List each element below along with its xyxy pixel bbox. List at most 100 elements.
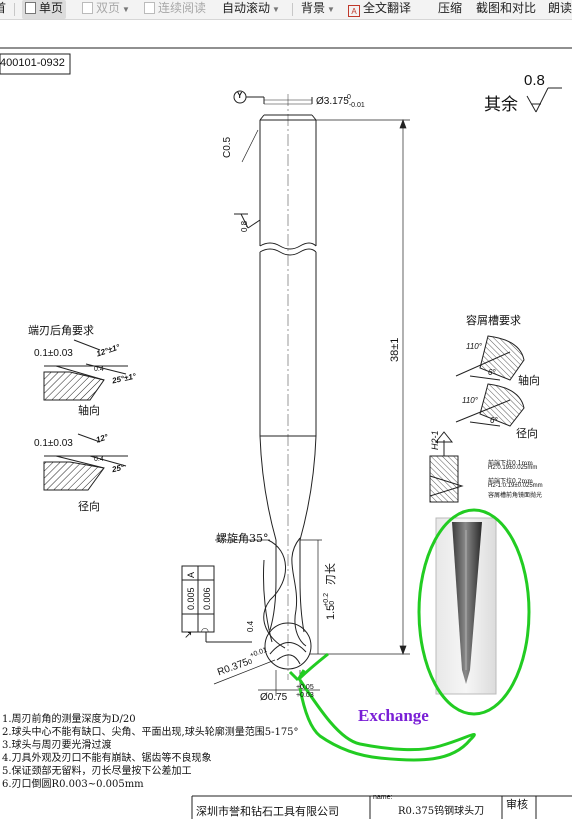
chevron-down-icon: ▼ — [327, 5, 335, 14]
continuous-read-label: 连续阅读 — [158, 1, 207, 15]
tool-photo-inset — [435, 517, 497, 695]
detail-line-3: 前端下拉0.2mm — [488, 478, 533, 485]
shank-diameter-tol: -0.01 — [348, 102, 365, 109]
ball-radius-leader — [213, 659, 276, 685]
drawing-sheet: 400101-0932 其余 0.8 Y Ø3.175-0.01 0 C0.5 … — [0, 20, 572, 819]
overall-length-label: 38±1 — [389, 337, 401, 362]
chip-flute-axial-sketch — [455, 335, 525, 381]
screenshot-compare-label: 截图和对比 — [476, 1, 537, 15]
chip-radial-angle2: 6° — [490, 416, 498, 425]
compress-label: 压缩 — [438, 1, 463, 15]
detail-line-2: H2:0.19±0.025mm — [488, 465, 538, 471]
flute-length-tol-lower: 0 — [329, 600, 336, 605]
doc-number: 400101-0932 — [0, 57, 65, 69]
tool-shank — [259, 103, 317, 633]
continuous-read-icon — [144, 2, 155, 14]
chip-flute-radial-sketch — [455, 383, 525, 427]
toolbar-screenshot-compare[interactable]: 截图和对比 — [476, 0, 536, 19]
end-axial-label: 轴向 — [78, 404, 100, 417]
exchange-arrow — [288, 652, 476, 762]
detail-line-1: 前端下拉0.1mm — [488, 460, 533, 467]
chamfer-label: C0.5 — [222, 136, 233, 158]
neck-diameter-label: Ø0.75 — [260, 692, 287, 703]
roughness-symbol — [526, 87, 562, 113]
end-axial-width: 0.4 — [94, 366, 104, 373]
auto-scroll-label: 自动滚动 — [222, 1, 271, 15]
neck-tol-lower: +0.03 — [296, 692, 314, 699]
tool-flutes — [262, 537, 312, 670]
shank-diameter-label: Ø3.175-0.01 — [316, 96, 365, 109]
roughness-label: 其余 — [484, 95, 518, 115]
toolbar-separator — [14, 3, 15, 16]
end-axial-land: 0.1±0.03 — [34, 348, 73, 359]
highlight-ellipse — [417, 508, 531, 716]
toolbar-separator — [292, 3, 293, 16]
chip-axial-label: 轴向 — [518, 374, 540, 387]
toolbar-auto-scroll[interactable]: 自动滚动▼ — [222, 0, 280, 19]
translate-icon: A — [348, 5, 360, 17]
gdt-symbol: ↗ — [184, 630, 193, 641]
toolbar-continuous-read[interactable]: 连续阅读 — [144, 0, 206, 19]
detail-line-5: 容屑槽前角镜面抛光 — [488, 492, 543, 499]
exchange-annotation: Exchange — [358, 706, 429, 725]
end-radial-land: 0.1±0.03 — [34, 438, 73, 449]
single-page-label: 单页 — [39, 1, 64, 15]
chip-axial-angle2: 6° — [488, 368, 496, 377]
note-5: 5.保证颈部无留料，刃长尽量按下公差加工 — [2, 766, 192, 777]
drawing-canvas — [0, 47, 572, 819]
toolbar-first-label: 首 — [0, 1, 7, 15]
toolbar-double-page[interactable]: 双页▼ — [82, 0, 130, 19]
end-clearance-radial-sketch — [43, 433, 128, 491]
chip-axial-angle1: 110° — [466, 342, 482, 351]
small-dim-label: 0.4 — [246, 620, 255, 632]
chip-radial-angle1: 110° — [462, 396, 478, 405]
double-page-icon — [82, 2, 93, 14]
gdt-value-1: 0.005 — [186, 587, 196, 610]
toolbar-background[interactable]: 背景▼ — [301, 0, 335, 19]
flute-length-caption: 刃长 — [324, 562, 337, 585]
toolbar-read-aloud[interactable]: 朗读 — [548, 0, 572, 19]
flute-length-tol-upper: +0.2 — [323, 592, 330, 607]
end-radial-width: 0.4 — [94, 456, 104, 463]
note-4: 4.刀具外观及刃口不能有崩缺、锯齿等不良现象 — [2, 753, 212, 764]
shank-diameter-value: Ø3.175 — [316, 96, 349, 107]
chip-flute-title: 容屑槽要求 — [466, 314, 521, 327]
note-1: 1.周刃前角的测量深度为D/20 — [2, 714, 136, 725]
toolbar-first-page[interactable]: 首 — [0, 0, 6, 19]
surface-finish-mark — [234, 213, 261, 229]
gdt-ref-1: A — [186, 571, 196, 578]
gdt-ref-2: ◠ — [201, 626, 209, 636]
end-clearance-axial-sketch — [43, 339, 128, 401]
gdt-frame — [181, 565, 252, 643]
helix-angle-label: 螺旋角35° — [216, 532, 269, 545]
flute-length-dim — [300, 539, 322, 654]
gdt-value-2: 0.006 — [202, 587, 212, 610]
detail-label: H2-1 — [430, 430, 440, 450]
doc-number-box — [0, 53, 71, 75]
chip-radial-label: 径向 — [516, 427, 538, 440]
neck-diameter-value: Ø0.75 — [260, 692, 288, 703]
end-radial-label: 径向 — [78, 500, 100, 513]
company-name: 深圳市誉和钻石工具有限公司 — [196, 805, 339, 818]
double-page-label: 双页 — [96, 1, 121, 15]
review-label: 审核 — [506, 798, 528, 811]
read-aloud-label: 朗读 — [548, 1, 572, 15]
shank-diameter-dim — [263, 97, 313, 104]
note-2: 2.球头中心不能有缺口、尖角、平面出现,球头轮廓测量范围5-175° — [2, 727, 299, 738]
toolbar-compress[interactable]: 压缩 — [438, 0, 462, 19]
datum-y-label: Y — [237, 91, 243, 100]
title-block — [191, 795, 572, 819]
end-clearance-title: 端刃后角要求 — [28, 324, 94, 337]
flute-length-label: 1.50+0.2刃长 — [322, 563, 338, 620]
toolbar-single-page[interactable]: 单页 — [22, 0, 67, 19]
chamfer-leader — [241, 129, 259, 163]
background-label: 背景 — [301, 1, 326, 15]
full-translate-label: 全文翻译 — [363, 1, 412, 15]
roughness-value: 0.8 — [524, 72, 545, 89]
single-page-icon — [25, 2, 36, 14]
chevron-down-icon: ▼ — [122, 5, 130, 14]
detail-line-4: H2-1:0.19±0.025mm — [488, 483, 543, 489]
shank-diameter-tol-upper: 0 — [347, 94, 351, 101]
